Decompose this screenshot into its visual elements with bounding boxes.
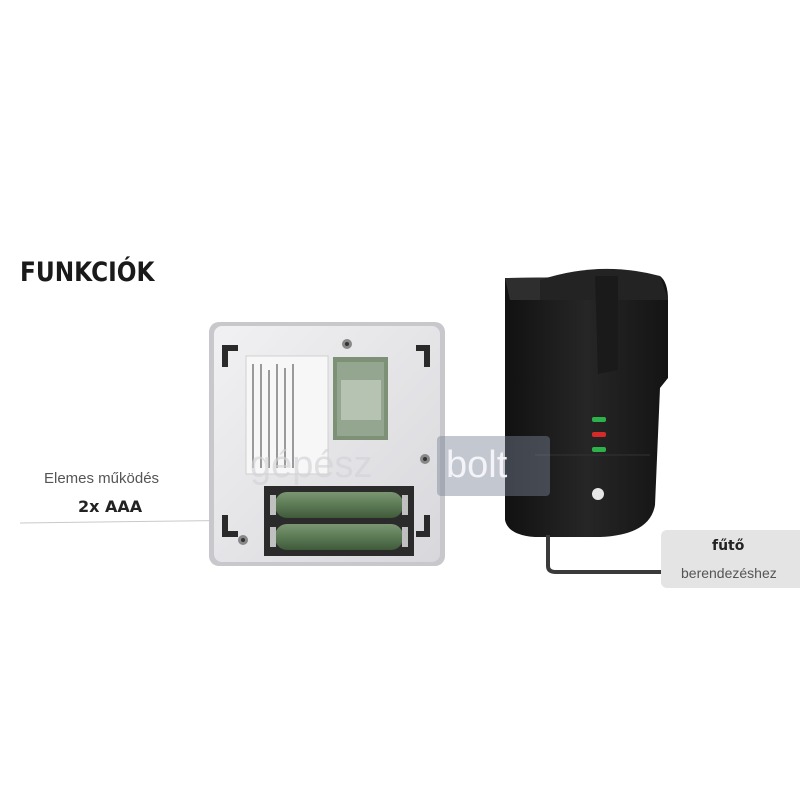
page-title: FUNKCIÓK [20,257,155,288]
battery-callout-value: 2x AAA [78,497,143,516]
cable [546,535,662,574]
watermark-left: gépész [250,444,373,486]
heater-callout-sub: berendezéshez [681,565,777,581]
led-green-bottom [592,447,606,452]
receiver-module [505,268,668,574]
led-red [592,432,606,437]
thermostat-back-panel [209,322,445,566]
heater-callout-label: fűtő [712,538,745,554]
heater-callout-box [661,530,800,588]
watermark-right: bolt [446,444,508,486]
battery-callout-label: Elemes működés [44,470,160,487]
battery-aaa-2 [275,524,403,550]
led-green-top [592,417,606,422]
receiver-button [592,488,604,500]
watermark-box [437,436,550,496]
battery-aaa-1 [275,492,403,518]
